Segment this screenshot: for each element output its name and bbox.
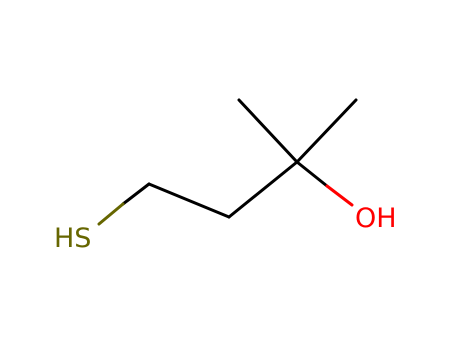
bond-carbon-sulfur-colored <box>97 202 125 226</box>
bond-quaternary-to-ch2 <box>227 160 299 219</box>
bond-ch2-to-ch2 <box>147 182 231 219</box>
thiol-label: HS <box>54 223 91 254</box>
bond-methyl-right <box>295 98 358 164</box>
bond-carbon-sulfur-black <box>121 182 151 206</box>
bond-carbon-oxygen-black <box>295 160 329 188</box>
hydroxyl-label: OH <box>355 203 397 234</box>
bond-methyl-left <box>237 98 299 164</box>
bond-carbon-oxygen-colored <box>325 184 354 207</box>
